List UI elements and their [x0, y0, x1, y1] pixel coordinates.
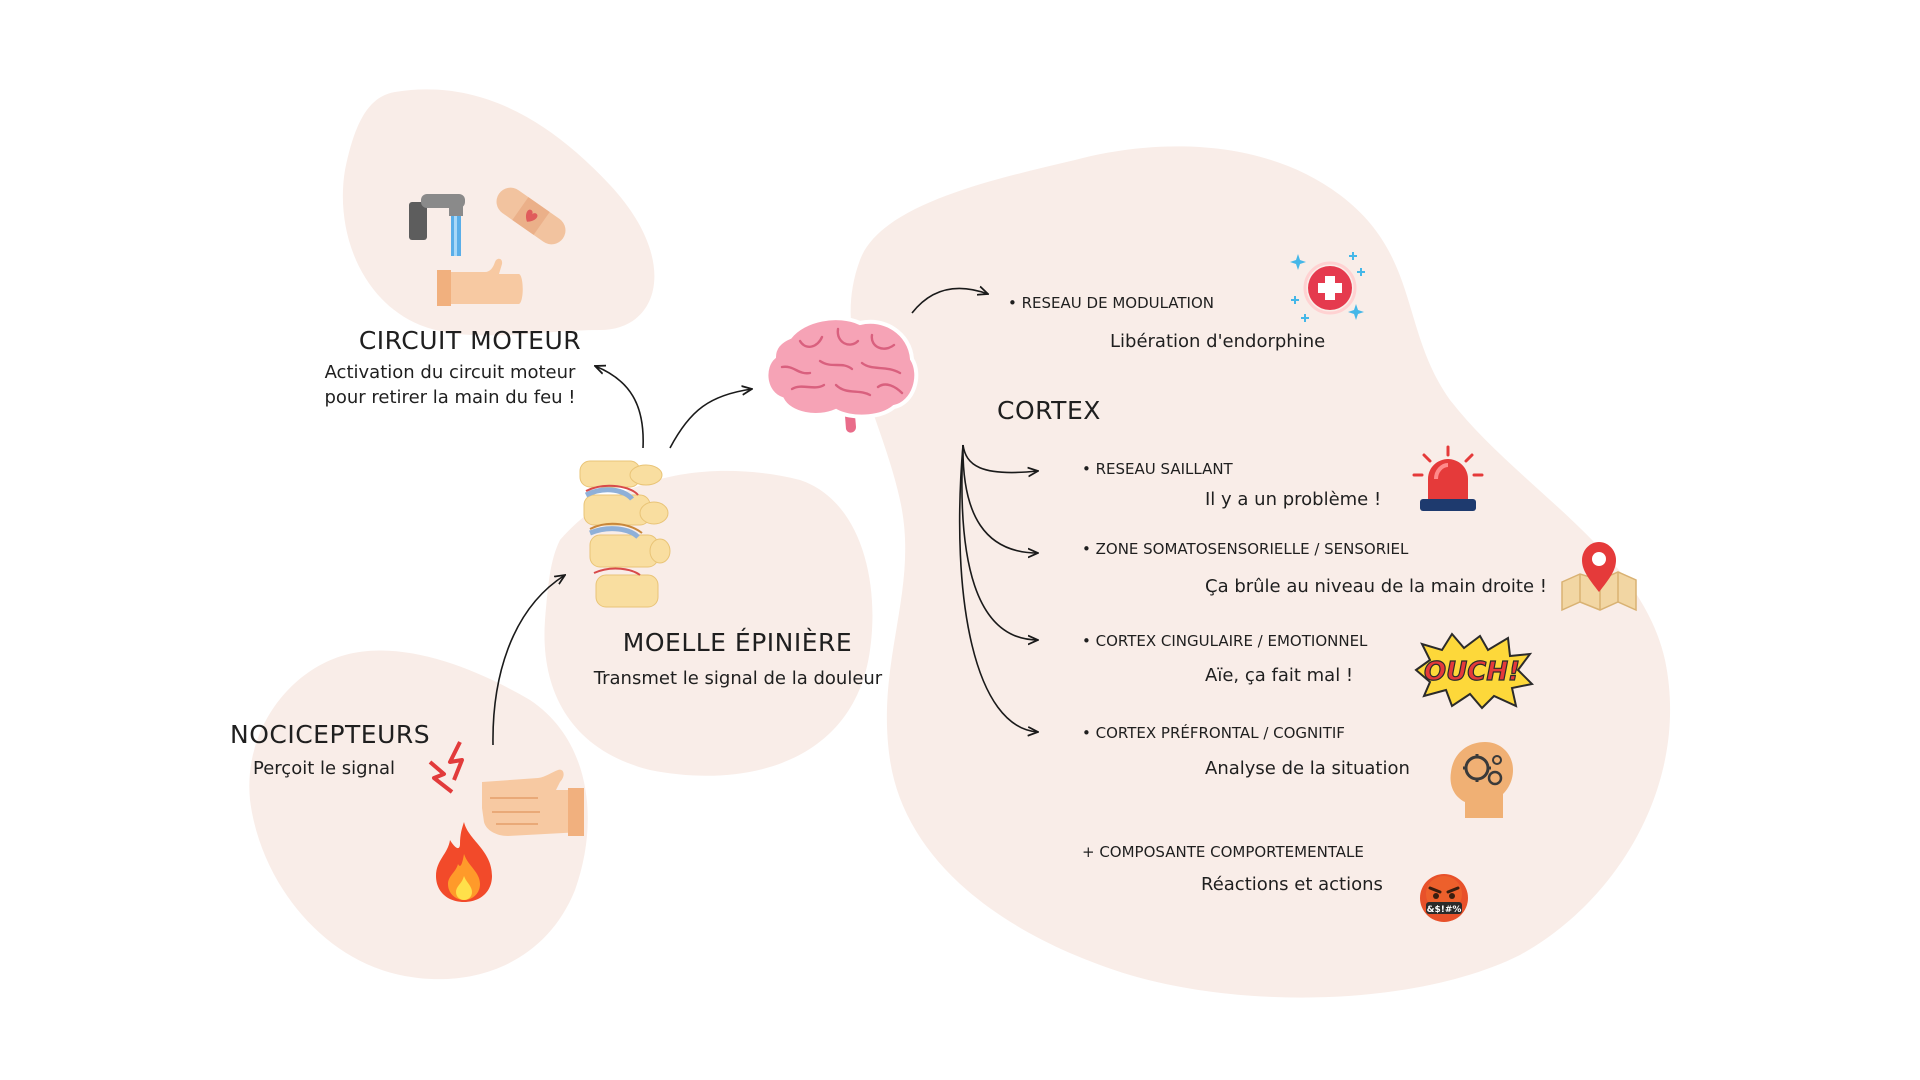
map-pin-icon	[1561, 542, 1637, 612]
arrow-cortex-to-somatosensoriel	[962, 444, 1038, 553]
arrow-nocicepteurs-to-moelle	[492, 575, 565, 746]
comportement-text: Réactions et actions	[1201, 874, 1383, 895]
modulation-label: • RESEAU DE MODULATION	[1008, 294, 1215, 312]
cortex-item-text-prefrontal: Analyse de la situation	[1205, 758, 1410, 779]
blob-cortex	[850, 146, 1671, 998]
arrow-moelle-to-circuit-moteur	[595, 366, 644, 449]
hand-icon	[482, 769, 584, 836]
blob-nocicepteurs	[249, 650, 588, 980]
angry-face-icon: &$!#%	[1420, 874, 1468, 922]
siren-icon	[1412, 445, 1484, 511]
cortex-item-label-cingulaire: • CORTEX CINGULAIRE / EMOTIONNEL	[1082, 632, 1368, 650]
circuit-moteur-title: CIRCUIT MOTEUR	[358, 326, 582, 355]
cortex-title: CORTEX	[997, 396, 1101, 425]
circuit-moteur-line2: pour retirer la main du feu !	[324, 387, 576, 408]
modulation-text: Libération d'endorphine	[1110, 331, 1326, 352]
ouch-burst-text: OUCH!	[1424, 657, 1520, 687]
nocicepteurs-text: Perçoit le signal	[253, 758, 396, 779]
nocicepteurs-title: NOCICEPTEURS	[230, 720, 431, 749]
blob-circuit-moteur	[342, 89, 655, 336]
ouch-burst-icon: OUCH!	[1414, 632, 1535, 710]
cortex-item-text-somatosensoriel: Ça brûle au niveau de la main droite !	[1205, 576, 1547, 597]
medical-cross-icon	[1290, 252, 1365, 322]
fire-icon	[436, 822, 492, 902]
arrow-moelle-to-brain	[669, 389, 752, 449]
bandage-icon	[496, 187, 566, 245]
arrow-cortex-to-cingulaire	[961, 444, 1038, 640]
spark-icon	[428, 741, 464, 794]
arrow-brain-to-modulation	[911, 288, 988, 314]
cortex-item-text-cingulaire: Aïe, ça fait mal !	[1205, 665, 1354, 686]
faucet-icon	[409, 194, 465, 256]
circuit-moteur-line1: Activation du circuit moteur	[324, 362, 576, 383]
arrow-cortex-to-prefrontal	[958, 444, 1038, 732]
angry-face-symbols: &$!#%	[1427, 905, 1462, 915]
cortex-item-label-somatosensoriel: • ZONE SOMATOSENSORIELLE / SENSORIEL	[1082, 540, 1409, 558]
moelle-title: MOELLE ÉPINIÈRE	[622, 628, 853, 657]
spine-icon	[579, 460, 671, 608]
comportement-label: + COMPOSANTE COMPORTEMENTALE	[1082, 843, 1364, 861]
cortex-item-text-saillant: Il y a un problème !	[1205, 489, 1382, 510]
cortex-item-label-saillant: • RESEAU SAILLANT	[1082, 460, 1233, 478]
brain-icon	[764, 316, 919, 433]
moelle-text: Transmet le signal de la douleur	[593, 668, 883, 689]
hand-icon	[437, 258, 523, 306]
cortex-item-label-prefrontal: • CORTEX PRÉFRONTAL / COGNITIF	[1082, 724, 1345, 742]
arrow-cortex-to-saillant	[962, 444, 1038, 473]
thinking-head-icon	[1450, 742, 1513, 818]
